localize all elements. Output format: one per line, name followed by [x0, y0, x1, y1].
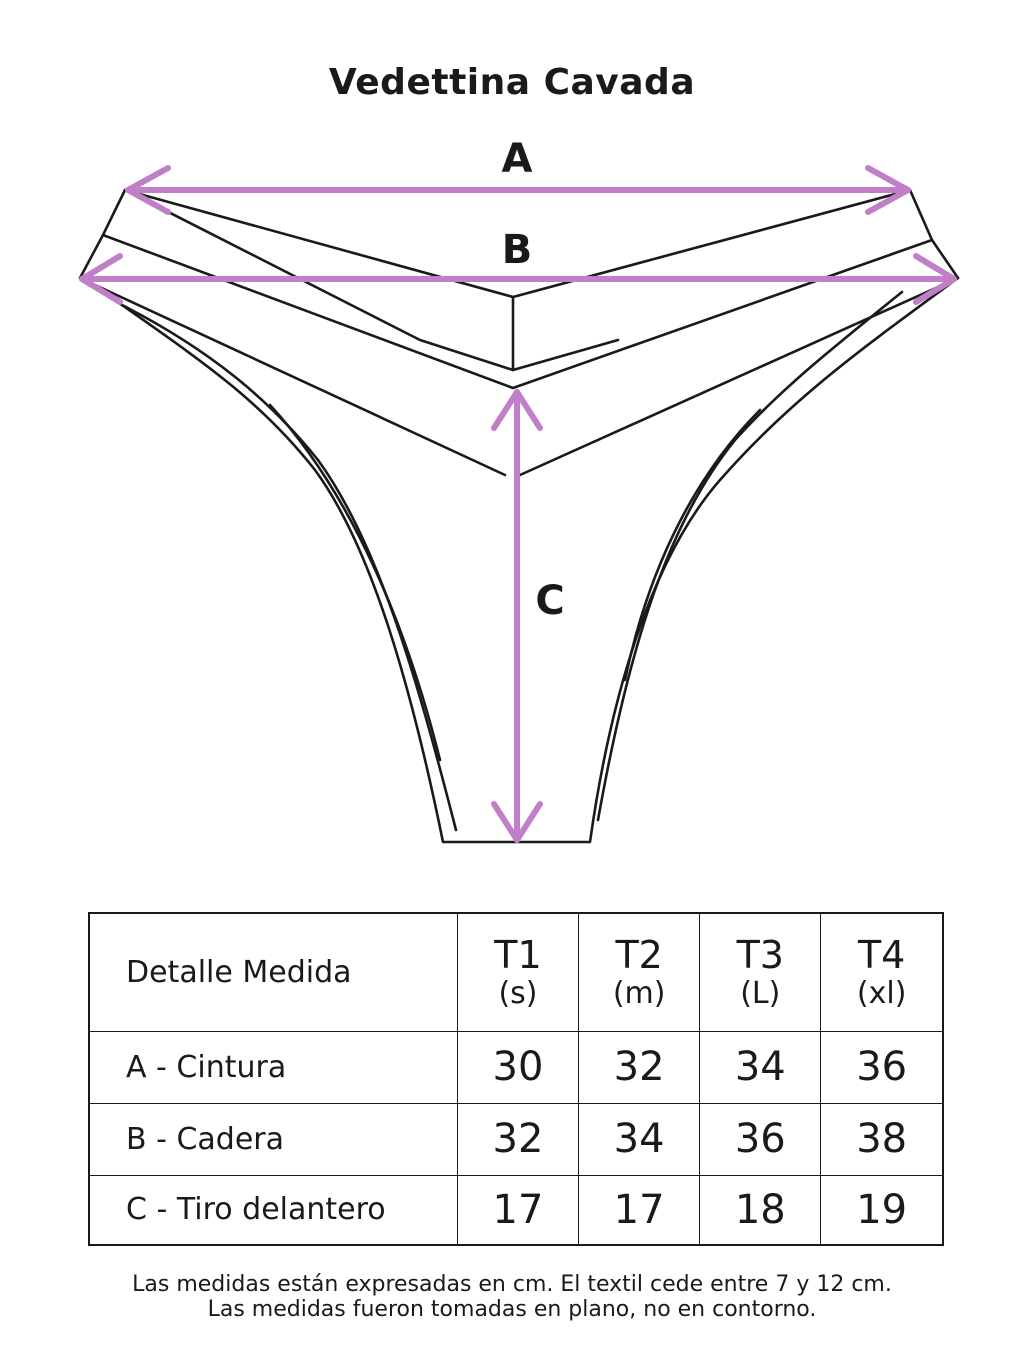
label-c: C: [535, 578, 564, 624]
header-size-t4: T4 (xl): [820, 913, 943, 1032]
cell-value: 36: [820, 1031, 943, 1104]
measure-arrows: [79, 165, 957, 843]
cell-value: 19: [820, 1175, 943, 1245]
cell-value: 36: [699, 1103, 821, 1176]
cell-value: 32: [578, 1031, 700, 1104]
header-size-t3: T3 (L): [699, 913, 821, 1032]
page-title: Vedettina Cavada: [328, 62, 696, 103]
cell-value: 18: [699, 1175, 821, 1245]
table-row: C - Tiro delantero 17 17 18 19: [89, 1175, 943, 1245]
header-size-t2: T2 (m): [578, 913, 700, 1032]
cell-value: 30: [456, 1031, 579, 1104]
row-label-cintura: A - Cintura: [89, 1031, 458, 1104]
header-detail-label: Detalle Medida: [89, 913, 458, 1032]
size-code: T3: [736, 932, 784, 977]
cell-value: 34: [699, 1031, 821, 1104]
arrow-c-head-top: [491, 389, 543, 431]
arrow-c-head-bottom: [491, 801, 543, 843]
arrow-a-head-left: [125, 165, 171, 215]
size-sub: (s): [498, 975, 538, 1011]
arrow-a-head-right: [865, 165, 911, 215]
row-label-tiro: C - Tiro delantero: [126, 1192, 386, 1228]
cell-value: 38: [820, 1103, 943, 1176]
size-sub: (xl): [856, 975, 907, 1011]
table-row: B - Cadera 32 34 36 38: [89, 1103, 943, 1176]
garment-outline: [78, 188, 960, 844]
size-code: T1: [494, 932, 542, 977]
row-label-cadera: B - Cadera: [89, 1103, 458, 1176]
garment-diagram: A B C: [78, 136, 960, 844]
cell-value: 34: [578, 1103, 700, 1176]
size-code: T2: [615, 932, 663, 977]
size-table: Detalle Medida T1 (s) T2 (m) T3 (L) T4 (…: [88, 912, 944, 1246]
cell-value: 32: [456, 1103, 579, 1176]
note-units: Las medidas están expresadas en cm. El t…: [132, 1272, 892, 1297]
table-row: A - Cintura 30 32 34 36: [89, 1031, 943, 1104]
note-flat: Las medidas fueron tomadas en plano, no …: [207, 1297, 817, 1322]
label-b: B: [502, 227, 533, 273]
header-size-t1: T1 (s): [456, 913, 579, 1032]
size-sub: (m): [612, 975, 666, 1011]
arrow-b-head-left: [79, 253, 123, 305]
cell-value: 17: [456, 1175, 579, 1245]
size-code: T4: [857, 932, 906, 977]
label-a: A: [502, 136, 533, 182]
cell-value: 17: [578, 1175, 700, 1245]
table-header-row: Detalle Medida T1 (s) T2 (m) T3 (L) T4 (…: [89, 913, 943, 1032]
size-sub: (L): [740, 975, 781, 1011]
arrow-b-head-right: [913, 253, 957, 305]
